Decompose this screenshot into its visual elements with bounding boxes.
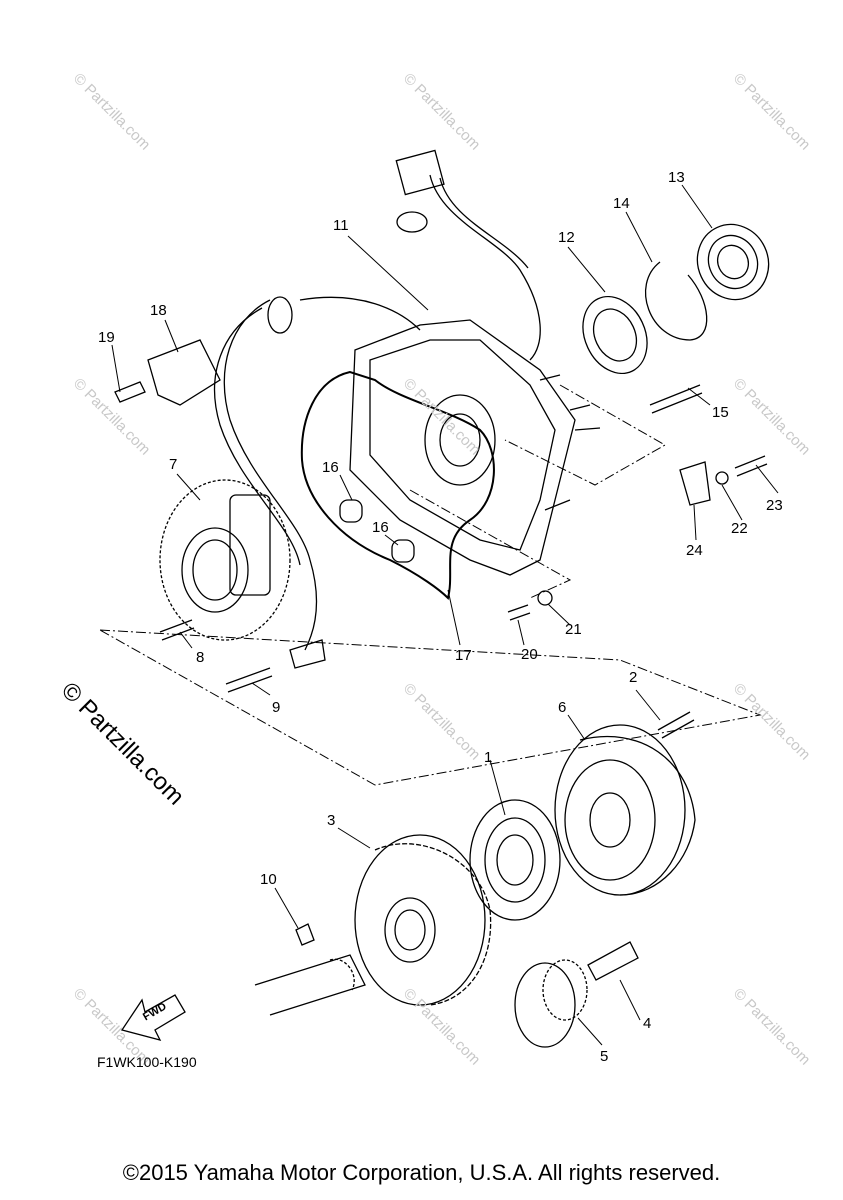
part-17-gasket [300, 370, 495, 600]
callout-7: 7 [169, 456, 178, 473]
callout-23: 23 [766, 497, 783, 514]
callout-14: 14 [613, 195, 630, 212]
part-10-woodruff-key [295, 923, 315, 946]
callout-2: 2 [629, 669, 638, 686]
part-3-starter-gear [354, 834, 492, 1006]
callout-22: 22 [731, 520, 748, 537]
callout-11: 11 [333, 217, 349, 234]
alignment-box-right [504, 384, 667, 486]
callout-21: 21 [565, 621, 582, 638]
callout-20: 20 [521, 646, 538, 663]
part-13-oil-seal [696, 223, 770, 301]
part-5-idle-gear [514, 959, 588, 1048]
crankshaft [254, 954, 366, 1016]
part-12-bearing [582, 295, 648, 375]
callout-12: 12 [558, 229, 575, 246]
part-2-bolt [657, 711, 695, 739]
callout-1: 1 [484, 749, 493, 766]
part-14-circlip [644, 261, 708, 341]
callout-4: 4 [643, 1015, 652, 1032]
callout-24: 24 [686, 542, 703, 559]
callout-13: 13 [668, 169, 685, 186]
part-1-starter-clutch [469, 799, 561, 921]
part-6-rotor [554, 724, 696, 896]
wiring-harness [213, 149, 541, 651]
leader-lines [111, 184, 779, 1046]
fwd-arrow [120, 994, 186, 1041]
diagram-code: F1WK100-K190 [97, 1054, 197, 1070]
part-7-stator [159, 479, 291, 641]
part-19-screw [114, 381, 146, 403]
part-18-bracket [147, 339, 221, 406]
part-16-dowels [339, 499, 415, 563]
small-fasteners [159, 384, 768, 693]
callout-6: 6 [558, 699, 567, 716]
callout-16: 16 [372, 519, 389, 536]
callout-15: 15 [712, 404, 729, 421]
callout-17: 17 [455, 647, 472, 664]
callout-9: 9 [272, 699, 281, 716]
copyright-notice: ©2015 Yamaha Motor Corporation, U.S.A. A… [122, 1160, 721, 1185]
callout-8: 8 [196, 649, 205, 666]
part-11-generator-cover [349, 319, 601, 576]
part-4-shaft [587, 941, 639, 981]
alignment-box-mid [409, 489, 572, 599]
callout-16: 16 [322, 459, 339, 476]
callout-19: 19 [98, 329, 115, 346]
alignment-box-lower [99, 629, 762, 786]
callout-5: 5 [600, 1048, 609, 1065]
callout-18: 18 [150, 302, 167, 319]
callout-3: 3 [327, 812, 336, 829]
callout-10: 10 [260, 871, 277, 888]
